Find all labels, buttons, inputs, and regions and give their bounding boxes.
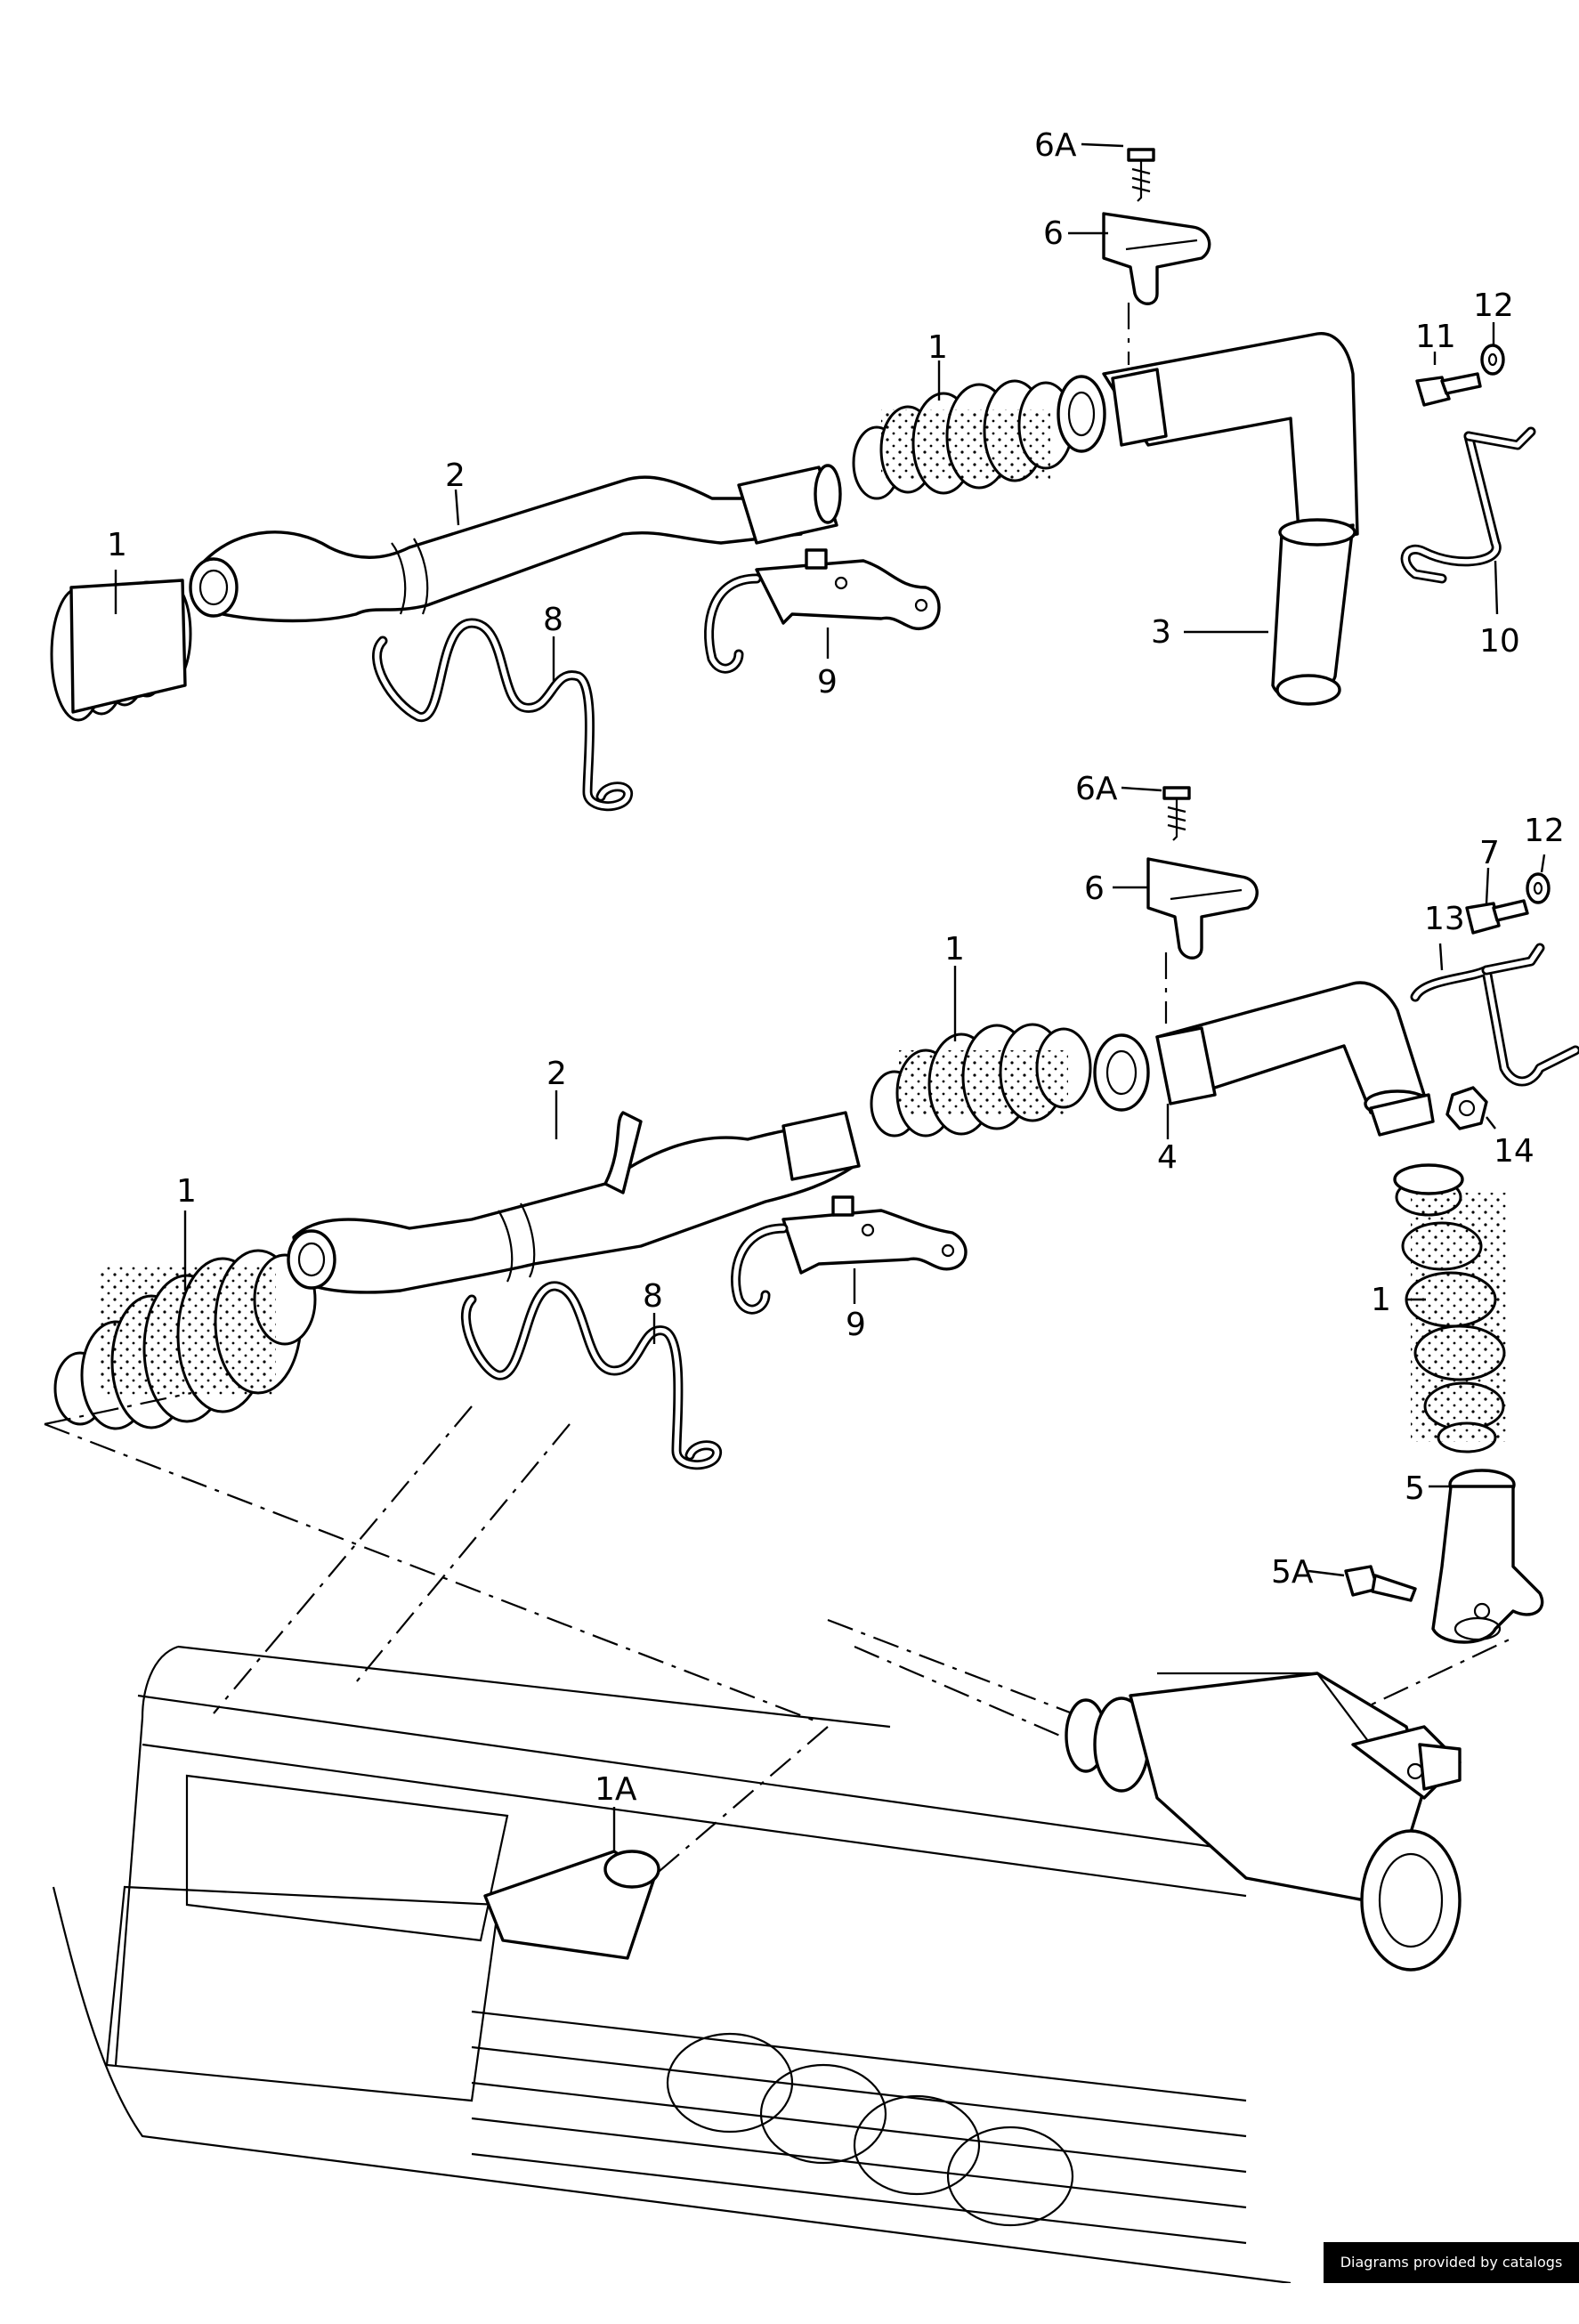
callout-1-bottom-upper: 1 [944,931,965,968]
callout-6-top: 6 [1043,215,1064,252]
bottom-outlet-5 [1431,1469,1544,1644]
callout-6a-top: 6A [1034,127,1077,164]
callout-2-bottom: 2 [547,1056,567,1092]
callout-9-bottom: 9 [846,1307,866,1343]
callout-2-top: 2 [445,458,466,494]
bottom-hose-4 [1093,981,1435,1137]
top-spring-10 [1400,426,1536,584]
top-hose-3 [1057,332,1359,706]
callout-labels: 6A 6 1 1 2 3 8 9 10 11 12 6A 6 1 1 1 2 4… [107,127,1565,1808]
callout-5-bottom: 5 [1405,1470,1425,1507]
bottom-bracket-9 [731,1195,968,1315]
four-rings-logo [666,2032,1074,2227]
callout-1-bottom-right: 1 [1371,1282,1391,1318]
bottom-wire-8 [461,1281,722,1470]
top-washer-12 [1480,344,1505,376]
bottom-bellows-upper [870,1023,1092,1138]
callout-13-bottom: 13 [1424,901,1465,937]
bottom-bellows-right [1393,1163,1509,1454]
bottom-bolt-5a [1344,1565,1417,1602]
top-clamp-6 [1102,148,1211,365]
callout-1a-car: 1A [595,1771,637,1808]
bottom-bellows-left [53,1249,317,1430]
top-bellows-right [852,379,1074,500]
top-hose-2 [189,464,842,623]
leader-lines [114,142,1546,1851]
callout-6a-bottom: 6A [1075,771,1118,807]
callout-4-bottom: 4 [1157,1139,1178,1176]
bottom-clamp-6 [1146,786,1259,1024]
bottom-nut-14 [1445,1086,1488,1130]
callout-5a-bottom: 5A [1271,1554,1314,1591]
top-bolt-11 [1415,372,1482,407]
top-bracket-9 [704,548,941,674]
callout-1-top-left: 1 [107,527,127,563]
diagram-credit: Diagrams provided by catalogs parts [1324,2242,1579,2312]
car-body [44,1391,1514,2283]
callout-14-bottom: 14 [1494,1133,1534,1170]
bottom-assembly [53,786,1579,1644]
top-bellows-left [50,579,192,722]
top-assembly [50,148,1536,812]
callout-8-bottom: 8 [643,1278,663,1315]
callout-7-bottom: 7 [1479,835,1500,871]
callout-6-bottom: 6 [1084,870,1105,907]
callout-10-top: 10 [1479,623,1520,660]
bottom-hose-2 [287,1111,861,1294]
top-wire-8 [372,618,633,812]
bottom-bolt-7 [1465,899,1529,935]
bottom-bracket-13 [1410,943,1579,1087]
callout-12-bottom: 12 [1524,813,1565,849]
callout-1-bottom-left: 1 [176,1173,197,1210]
bottom-washer-12 [1526,872,1551,904]
intake-1a [483,1850,660,1960]
callout-8-top: 8 [543,602,563,638]
callout-3-top: 3 [1151,614,1171,651]
callout-9-top: 9 [817,664,838,700]
callout-11-top: 11 [1415,319,1456,355]
callout-12-top: 12 [1473,287,1514,324]
air-filter-housing [1065,1672,1462,1972]
callout-1-top-right: 1 [927,329,948,366]
